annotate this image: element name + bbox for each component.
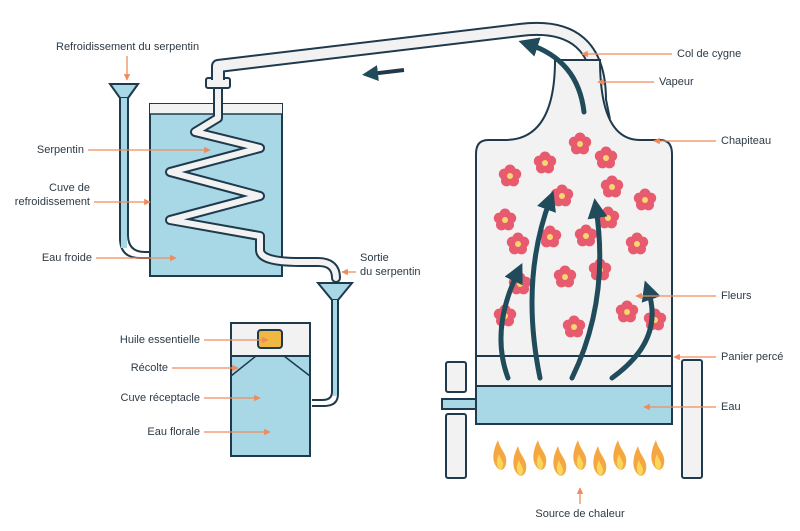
label-recolte: Récolte	[130, 362, 168, 374]
label-chapiteau: Chapiteau	[721, 135, 772, 147]
steam-arrow-icon	[498, 262, 523, 381]
coil	[165, 77, 341, 283]
label-cuve-refroidissement-2: refroidissement	[14, 196, 90, 208]
flame-icon	[613, 440, 627, 470]
steam-arrow-icon	[518, 37, 587, 115]
flame-icon	[493, 440, 507, 470]
label-source-de-chaleur: Source de chaleur	[535, 508, 625, 520]
label-col-de-cygne: Col de cygne	[677, 48, 742, 60]
flame-icon	[573, 440, 587, 470]
label-sortie-serpentin-2: du serpentin	[360, 266, 421, 278]
label-cuve-refroidissement-1: Cuve de	[49, 182, 90, 194]
flame-icon	[553, 446, 567, 476]
receptacle	[230, 282, 355, 457]
steam-arrows	[498, 37, 661, 381]
heat-source-flames	[493, 440, 665, 476]
label-sortie-serpentin-1: Sortie	[360, 252, 389, 264]
still	[441, 59, 703, 479]
label-eau-froide: Eau froide	[41, 252, 92, 264]
label-cuve-receptacle: Cuve réceptacle	[120, 392, 201, 404]
flow-arrow-icon	[362, 65, 405, 82]
pointer-arrows	[88, 50, 716, 504]
flame-icon	[533, 440, 547, 470]
flame-icon	[651, 440, 665, 470]
label-refroidissement-serpentin: Refroidissement du serpentin	[56, 41, 200, 53]
label-eau: Eau	[721, 401, 741, 413]
label-eau-florale: Eau florale	[147, 426, 200, 438]
label-huile-essentielle: Huile essentielle	[119, 334, 200, 346]
flame-icon	[593, 446, 607, 476]
steam-arrow-icon	[529, 190, 556, 381]
label-serpentin: Serpentin	[36, 144, 84, 156]
steam-arrow-icon	[569, 198, 608, 381]
label-vapeur: Vapeur	[659, 76, 694, 88]
flame-icon	[513, 446, 527, 476]
label-panier-perce: Panier percé	[721, 351, 784, 363]
steam-arrow-icon	[609, 280, 661, 381]
flame-icon	[633, 446, 647, 476]
label-fleurs: Fleurs	[721, 290, 752, 302]
